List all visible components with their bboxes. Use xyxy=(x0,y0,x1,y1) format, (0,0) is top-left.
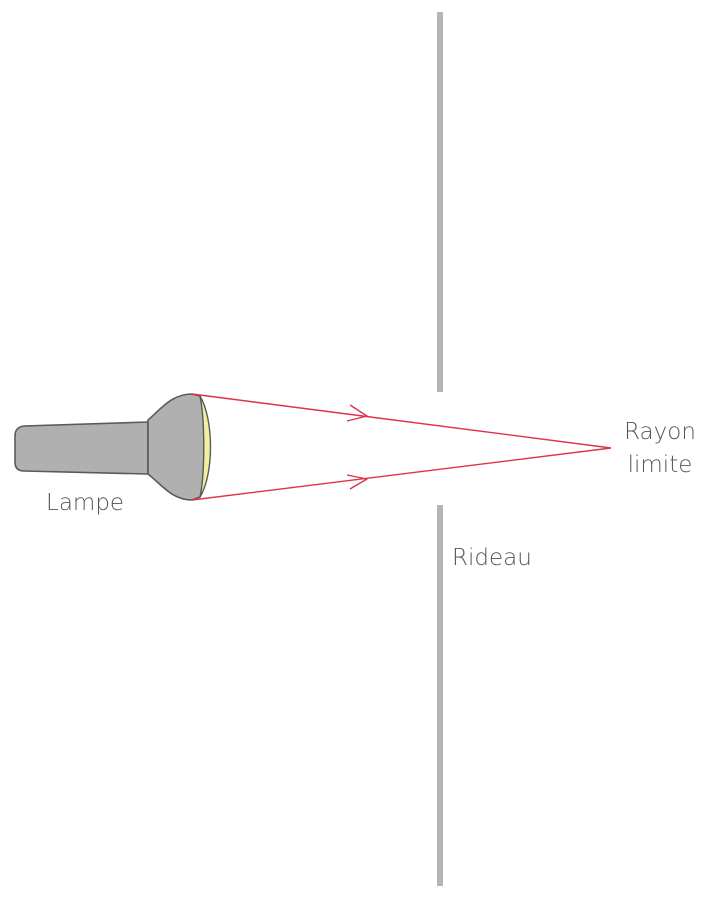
upper-ray xyxy=(191,393,612,449)
lamp-label: Lampe xyxy=(46,490,124,516)
ray-label-line2: limite xyxy=(628,452,693,478)
upper-ray-arrow-icon xyxy=(346,404,368,422)
lamp-handle xyxy=(14,421,149,475)
limit-rays xyxy=(191,393,612,501)
lower-ray xyxy=(191,447,612,501)
ray-label-line1: Rayon xyxy=(624,419,696,445)
lamp-lens xyxy=(199,395,212,498)
lower-ray-arrow-icon xyxy=(346,474,368,490)
curtain-label: Rideau xyxy=(452,545,532,571)
flashlight-icon xyxy=(14,393,212,501)
lamp-head xyxy=(147,393,207,501)
